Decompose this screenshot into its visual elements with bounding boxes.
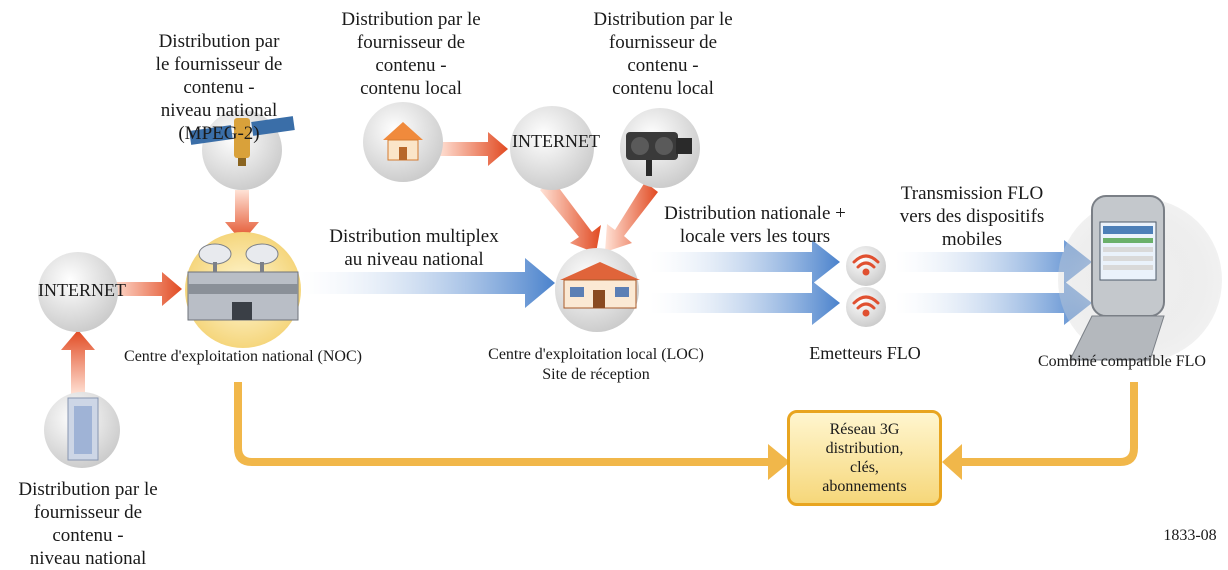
network-3g-label: Réseau 3G distribution, clés, abonnement… [822,421,907,495]
camera-node [620,108,700,188]
house-icon [383,122,423,161]
satellite-provider-label: Distribution par le fournisseur de conte… [155,31,283,144]
loc-label: Centre d'exploitation local (LOC) Site d… [488,346,704,383]
emitter-bottom [846,287,886,327]
satellite-icon [189,116,295,166]
loc-building-icon [560,262,640,309]
satellite-node [189,110,295,190]
video-camera-icon [626,132,692,176]
loc-node [555,248,640,332]
network-3g-box: Réseau 3G distribution, clés, abonnement… [787,410,942,506]
multiplex-label: Distribution multiplex au niveau nationa… [329,226,499,270]
noc-node [185,232,301,348]
mobile-phone-icon [1069,195,1165,361]
satellite-dish-icon [198,243,279,272]
red-flows [61,132,658,395]
emitters-label: Emetteurs FLO [809,343,921,363]
local-provider-label-1: Distribution par le fournisseur de conte… [341,9,481,99]
internet-top-label: INTERNET [512,131,600,151]
figure-number: 1833-08 [1163,527,1217,544]
phone-node [1058,195,1222,362]
wifi-signal-icon [852,295,880,317]
internet-left-label: INTERNET [38,280,126,300]
internet-top-node [510,106,594,190]
office-building-node [44,392,120,468]
flo-transmission-label: Transmission FLO vers des dispositifs mo… [899,183,1045,250]
internet-left-node [38,252,118,332]
national-local-label: Distribution nationale + locale vers les… [664,203,846,247]
office-building-icon [67,397,99,461]
national-provider-label: Distribution par le fournisseur de conte… [18,479,158,569]
emitter-top [846,246,886,286]
blue-flows [300,240,1092,325]
local-provider-label-2: Distribution par le fournisseur de conte… [593,9,733,99]
handset-label: Combiné compatible FLO [1038,353,1206,370]
noc-building-icon [187,271,299,321]
house-node [363,102,443,182]
wifi-signal-icon [852,254,880,276]
noc-label: Centre d'exploitation national (NOC) [124,348,362,365]
